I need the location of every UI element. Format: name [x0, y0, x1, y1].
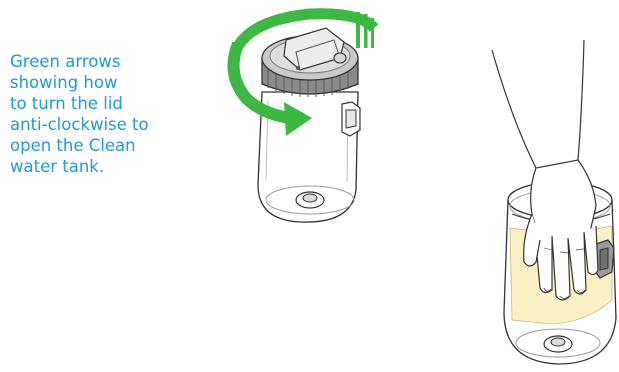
hand-icon — [492, 40, 598, 300]
tank-lid-icon — [262, 28, 358, 97]
